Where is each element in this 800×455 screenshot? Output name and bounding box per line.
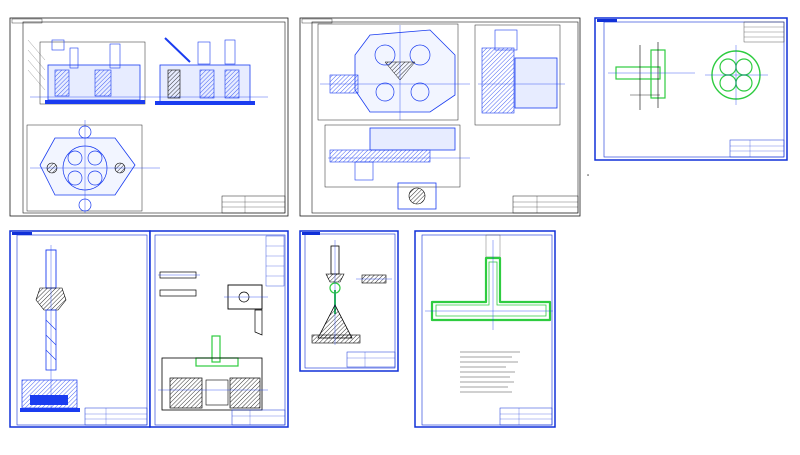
motor-side-view: [474, 24, 565, 126]
sheet-tab: [597, 19, 617, 22]
sheet-inner-frame: [154, 234, 286, 426]
drill-tool: [35, 245, 67, 410]
title-block: [84, 407, 148, 426]
sheet-frame: [594, 17, 788, 161]
title-block: [729, 139, 785, 158]
sheet-inner-frame: [603, 21, 785, 158]
pin-details: [158, 271, 200, 297]
title-block: [346, 351, 396, 368]
title-block: [231, 409, 286, 426]
t-shaped-blank: [425, 234, 553, 330]
sheet-inner-frame: [311, 21, 579, 214]
shaft-cross-section: [705, 45, 768, 105]
sheet-tab: [301, 18, 333, 24]
sheet-3[interactable]: [594, 17, 788, 161]
sheet-tab: [302, 232, 320, 235]
fixture-base: [20, 379, 80, 412]
sheet-inner-frame: [16, 234, 148, 426]
sheet-tab: [12, 232, 32, 235]
technical-notes: [460, 351, 520, 393]
title-block: [499, 407, 553, 426]
shaft-side-view: [608, 42, 695, 110]
sheet-frame: [299, 230, 399, 372]
sheet-4[interactable]: [9, 230, 151, 428]
sheet-5[interactable]: [149, 230, 289, 428]
drive-assembly-view: [324, 124, 470, 210]
sheet-inner-frame: [304, 233, 396, 369]
title-block: [221, 195, 286, 214]
tool-detail: [356, 274, 392, 284]
spec-table: [265, 235, 285, 287]
bracket-detail: [224, 284, 268, 336]
fixture-plan-view: [26, 120, 160, 213]
spec-table: [743, 21, 785, 43]
fixture-front-view: [27, 39, 150, 105]
sheet-1[interactable]: [9, 17, 289, 217]
housing-section: [158, 357, 268, 411]
sheet-7[interactable]: [414, 230, 556, 428]
title-block: [512, 195, 579, 214]
fixture-side-view: [150, 37, 268, 105]
sheet-2[interactable]: [299, 17, 581, 217]
gear-housing-view: [317, 23, 470, 121]
sheet-6[interactable]: [299, 230, 399, 372]
cutter-assembly: [311, 240, 361, 345]
sheet-tab: [11, 18, 43, 24]
stray-mark: ᵃ: [587, 173, 589, 179]
sheet-inner-frame: [22, 21, 286, 214]
